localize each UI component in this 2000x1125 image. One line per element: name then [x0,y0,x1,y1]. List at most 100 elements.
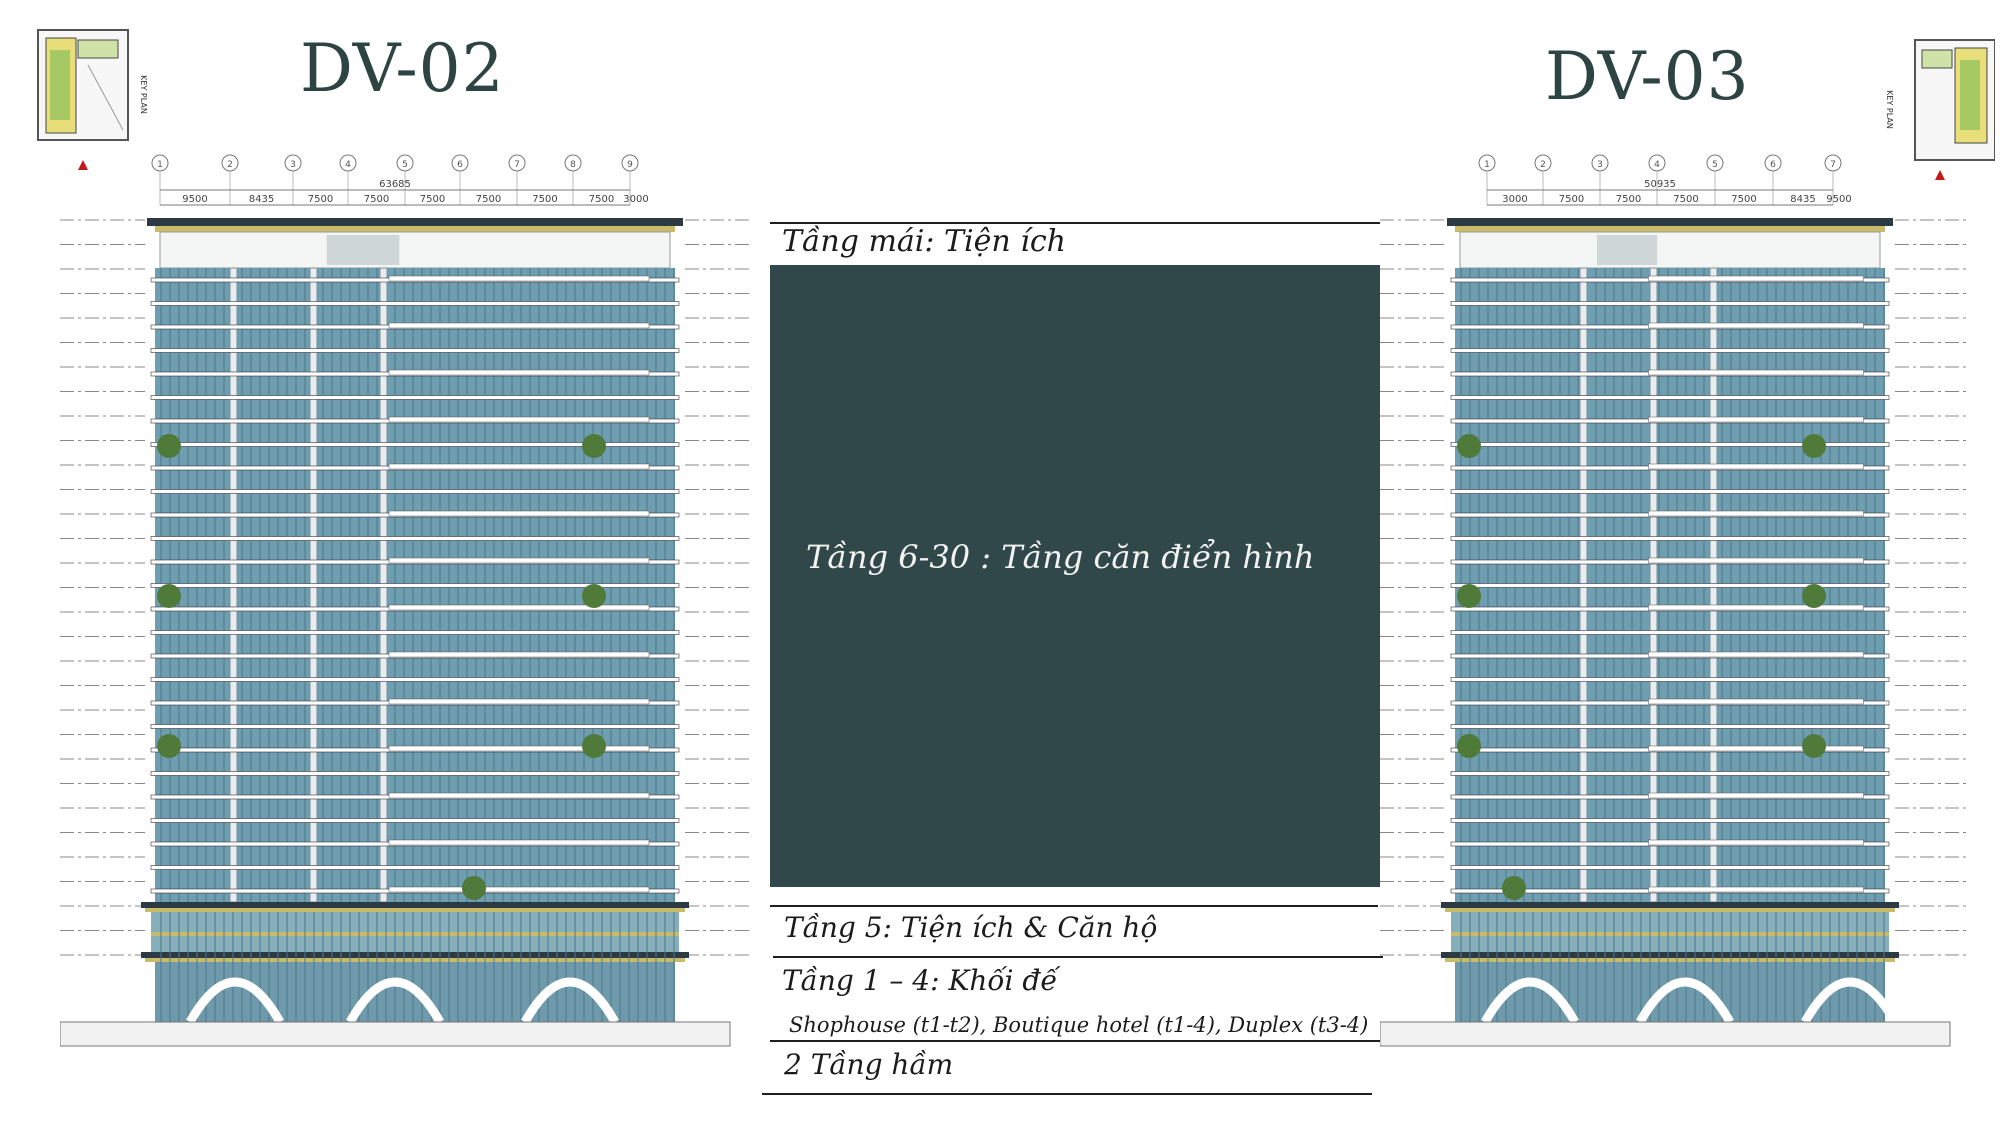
bay-dimension: 7500 [532,194,557,205]
podium-cornice [1441,952,1899,958]
roof-canopy [1447,218,1893,226]
basement-label: 2 Tầng hầm [784,1048,954,1081]
typical-floors-label: Tầng 6-30 : Tầng căn điển hình [806,538,1315,576]
roof-fascia [1455,226,1885,232]
grid-number: 9 [627,160,633,170]
grid-bubble [151,154,169,172]
grid-number: 3 [290,160,296,170]
grid-number: 7 [514,160,520,170]
divider-floor5-top [770,905,1378,907]
balcony [1648,416,1864,423]
podium-cornice [141,902,689,908]
grid-number: 5 [1712,160,1718,170]
divider-podium-top [773,956,1383,958]
balcony [388,322,650,329]
podium-gold-band [151,932,679,936]
grid-number: 7 [1830,160,1836,170]
balcony [388,463,650,470]
floor-slab [1450,348,1890,353]
balcony [1648,322,1864,329]
grid-bubble [1648,154,1666,172]
total-dimension: 50935 [1644,179,1676,190]
floor-slab [1450,395,1890,400]
grid-number: 4 [1654,160,1660,170]
balcony [1648,275,1864,282]
key-plan-left-drawing [37,29,129,170]
bay-dimension: 3000 [1502,194,1527,205]
garden-tree [582,434,606,458]
grid-number: 1 [157,160,163,170]
podium-gold-band [1451,932,1889,936]
floor-slab [150,771,680,776]
bay-dimension: 9500 [182,194,207,205]
entrance-arch [186,977,284,1025]
floor-slab [150,301,680,306]
entrance-arch [521,977,619,1025]
bay-dimension: 7500 [364,194,389,205]
garden-tree [1802,584,1826,608]
grid-bubble [1706,154,1724,172]
balcony [1648,792,1864,799]
typical-floors-panel [770,265,1380,887]
bay-dimension: 7500 [476,194,501,205]
grid-bubble [1591,154,1609,172]
garden-tree [157,584,181,608]
garden-tree [1457,434,1481,458]
grid-bubble [1478,154,1496,172]
floor5-label: Tầng 5: Tiện ích & Căn hộ [784,911,1158,944]
garden-tree [157,434,181,458]
balcony [1648,604,1864,611]
balcony [388,557,650,564]
floor-slab [1450,865,1890,870]
building-title-dv02: DV-02 [300,30,505,107]
grid-number: 8 [570,160,576,170]
balcony [388,416,650,423]
grid-number: 4 [345,160,351,170]
grid-bubble [508,154,526,172]
balcony [388,510,650,517]
balcony [1648,510,1864,517]
ground-line [1380,1021,1951,1047]
balcony [1648,369,1864,376]
grid-bubble [451,154,469,172]
floor-slab [1450,442,1890,447]
floor-slab [150,395,680,400]
grid-bubble [1534,154,1552,172]
balcony [388,651,650,658]
bay-dimension: 7500 [420,194,445,205]
balcony [388,886,650,893]
building-title-dv03: DV-03 [1545,38,1750,115]
floor-slab [150,818,680,823]
divider-basement-bottom [762,1093,1372,1095]
roof-label: Tầng mái: Tiện ích [782,224,1066,259]
key-plan-left: KEY PLAN [28,20,158,170]
grid-bubble [1824,154,1842,172]
key-plan-right-drawing [1914,39,1996,180]
podium-gold-band [1445,908,1895,912]
floor-slab [1450,536,1890,541]
balcony [388,745,650,752]
entrance-arch [346,977,444,1025]
ground-line [60,1021,731,1047]
floor-slab [150,630,680,635]
floor-slab [150,583,680,588]
entrance-arch [1801,977,1899,1025]
grid-bubble [284,154,302,172]
garden-tree [1457,734,1481,758]
divider-roof-top [770,222,1380,224]
podium-detail: Shophouse (t1-t2), Boutique hotel (t1-4)… [789,1013,1369,1037]
grid-number: 6 [1770,160,1776,170]
grid-number: 2 [227,160,233,170]
podium-gold-band [1445,958,1895,962]
roof-amenity [159,231,671,269]
key-plan-left-label: KEY PLAN [138,75,148,114]
bay-dimension: 8435 [1790,194,1815,205]
podium-cornice [1441,902,1899,908]
balcony [388,839,650,846]
floor-slab [150,724,680,729]
grid-bubble [339,154,357,172]
balcony [388,792,650,799]
grid-number: 2 [1540,160,1546,170]
bay-dimension: 7500 [308,194,333,205]
